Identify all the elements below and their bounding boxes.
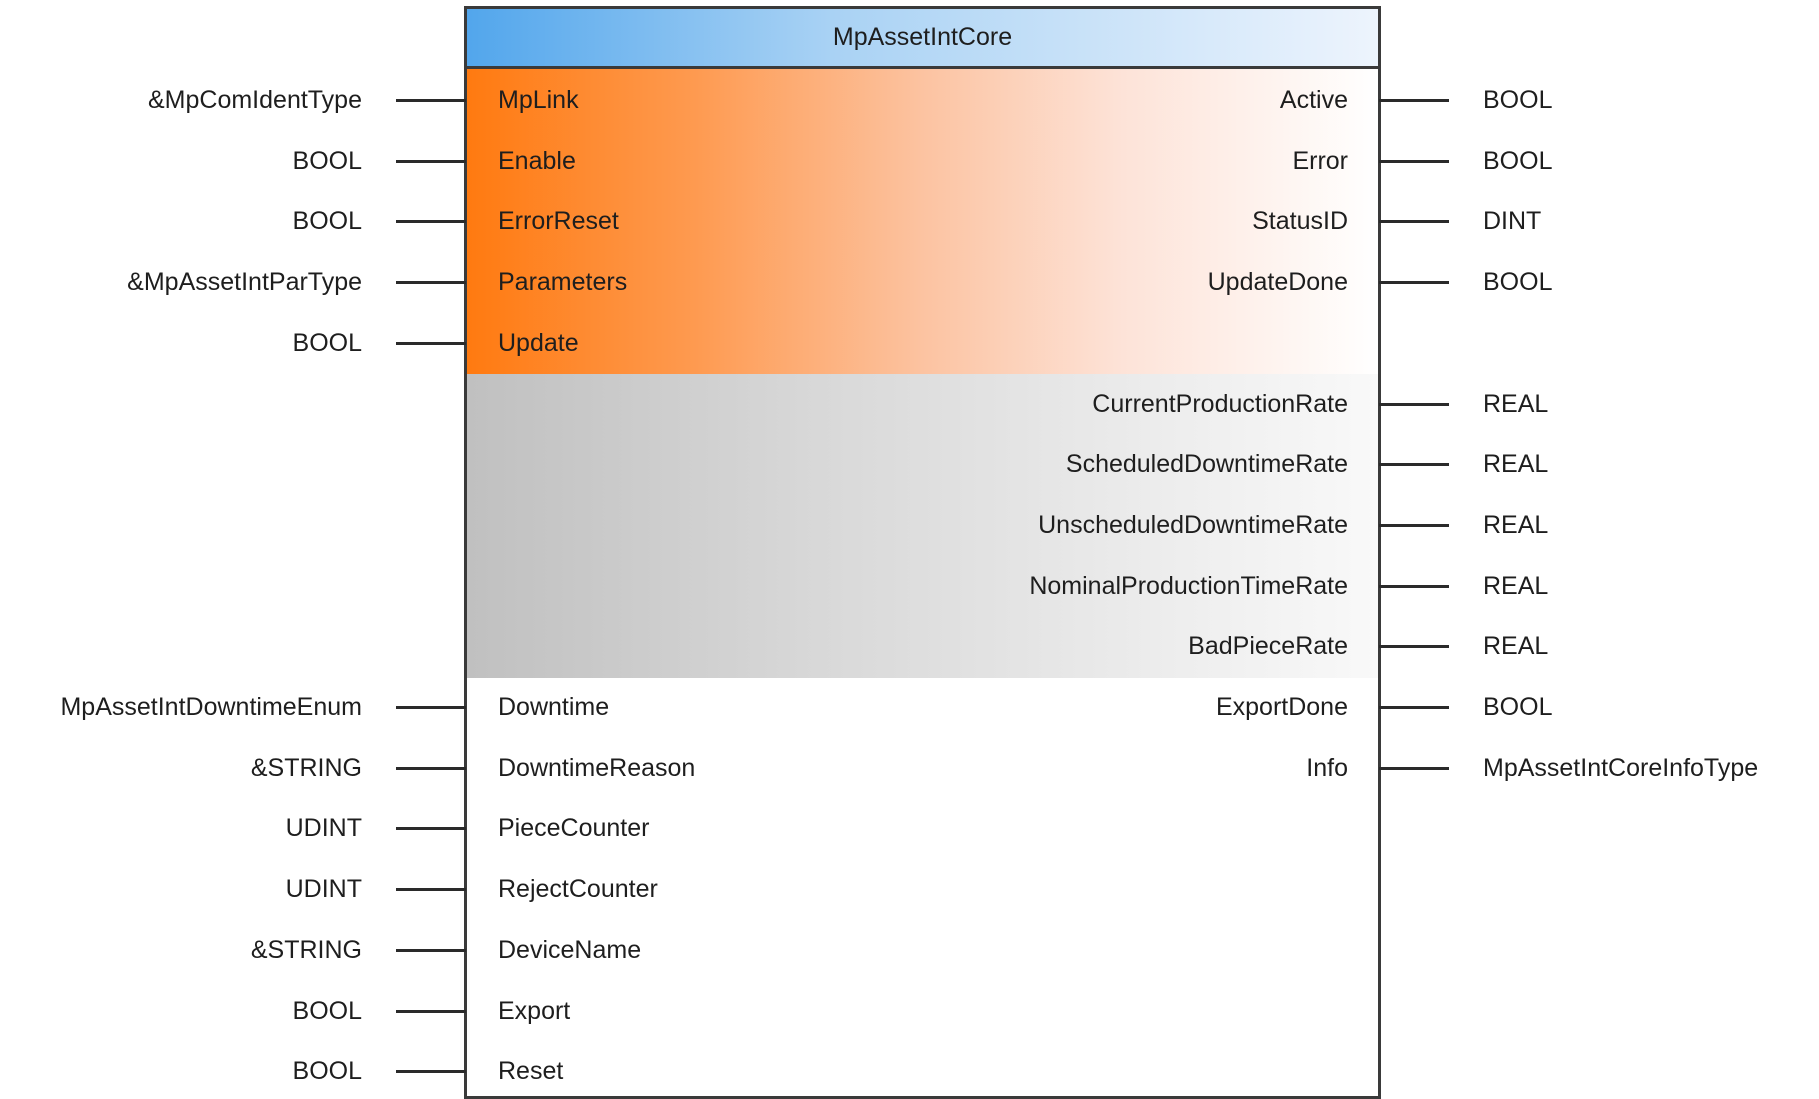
output-pin-label: UnscheduledDowntimeRate [1038, 511, 1348, 539]
input-type-label: BOOL [292, 1057, 362, 1085]
output-value-section [467, 374, 1378, 678]
input-wire [396, 1010, 466, 1013]
output-pin-label: BadPieceRate [1188, 632, 1348, 660]
output-pin-label: CurrentProductionRate [1092, 390, 1348, 418]
output-pin-label: Active [1279, 86, 1348, 114]
output-pin-label: Error [1292, 147, 1348, 175]
input-type-label: BOOL [292, 207, 362, 235]
input-type-label: MpAssetIntDowntimeEnum [60, 693, 362, 721]
input-type-label: &MpComIdentType [148, 86, 362, 114]
output-wire [1379, 220, 1449, 223]
input-pin-label: Downtime [498, 693, 610, 721]
input-wire [396, 220, 466, 223]
mandatory-pin-section [467, 69, 1378, 374]
input-type-label: &MpAssetIntParType [127, 268, 362, 296]
output-pin-label: ScheduledDowntimeRate [1065, 450, 1348, 478]
input-type-label: UDINT [285, 875, 362, 903]
input-wire [396, 827, 466, 830]
input-pin-label: ErrorReset [498, 207, 619, 235]
output-wire [1379, 585, 1449, 588]
input-type-label: &STRING [250, 754, 362, 782]
output-type-label: BOOL [1483, 86, 1553, 114]
output-type-label: BOOL [1483, 268, 1553, 296]
output-type-label: REAL [1483, 511, 1549, 539]
input-wire [396, 160, 466, 163]
output-wire [1379, 645, 1449, 648]
output-type-label: BOOL [1483, 147, 1553, 175]
output-type-label: REAL [1483, 632, 1549, 660]
output-wire [1379, 767, 1449, 770]
output-pin-label: NominalProductionTimeRate [1029, 572, 1348, 600]
input-type-label: BOOL [292, 329, 362, 357]
block-title: MpAssetIntCore [467, 9, 1378, 69]
input-wire [396, 949, 466, 952]
input-pin-label: MpLink [498, 86, 579, 114]
input-pin-label: DowntimeReason [498, 754, 696, 782]
input-wire [396, 888, 466, 891]
input-type-label: UDINT [285, 814, 362, 842]
input-type-label: &STRING [250, 936, 362, 964]
output-wire [1379, 524, 1449, 527]
output-type-label: REAL [1483, 572, 1549, 600]
output-wire [1379, 99, 1449, 102]
input-wire [396, 342, 466, 345]
input-wire [396, 706, 466, 709]
output-wire [1379, 281, 1449, 284]
output-wire [1379, 463, 1449, 466]
output-type-label: MpAssetIntCoreInfoType [1483, 754, 1759, 782]
input-pin-label: DeviceName [498, 936, 642, 964]
input-type-label: BOOL [292, 147, 362, 175]
output-type-label: REAL [1483, 450, 1549, 478]
input-type-label: BOOL [292, 997, 362, 1025]
output-pin-label: Info [1306, 754, 1348, 782]
output-pin-label: UpdateDone [1207, 268, 1348, 296]
output-wire [1379, 706, 1449, 709]
input-pin-label: Enable [498, 147, 576, 175]
input-pin-label: Export [498, 997, 571, 1025]
function-block: MpAssetIntCore [464, 6, 1381, 1099]
output-pin-label: ExportDone [1215, 693, 1348, 721]
input-wire [396, 99, 466, 102]
input-wire [396, 1070, 466, 1073]
input-pin-label: Reset [498, 1057, 564, 1085]
output-wire [1379, 403, 1449, 406]
output-pin-label: StatusID [1252, 207, 1348, 235]
input-wire [396, 767, 466, 770]
input-pin-label: Parameters [498, 268, 628, 296]
input-wire [396, 281, 466, 284]
output-type-label: REAL [1483, 390, 1549, 418]
input-pin-label: RejectCounter [498, 875, 658, 903]
input-pin-label: Update [498, 329, 579, 357]
output-type-label: DINT [1483, 207, 1542, 235]
input-pin-label: PieceCounter [498, 814, 650, 842]
output-type-label: BOOL [1483, 693, 1553, 721]
output-wire [1379, 160, 1449, 163]
